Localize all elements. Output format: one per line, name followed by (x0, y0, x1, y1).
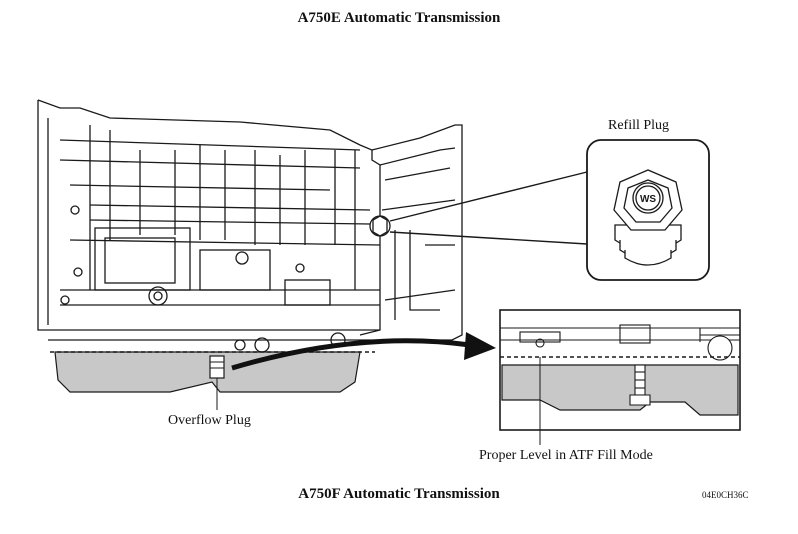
diagram-title-top: A750E Automatic Transmission (297, 10, 501, 26)
plug-marking: WS (640, 194, 656, 205)
refill-plug-icon (613, 169, 683, 266)
overflow-plug (209, 355, 225, 379)
diagram-title-bottom: A750F Automatic Transmission (298, 486, 500, 502)
figure-code: 04E0CH36C (702, 490, 749, 500)
detail-arrow (231, 332, 496, 371)
detail-overflow-plug (629, 364, 651, 406)
proper-level-label: Proper Level in ATF Fill Mode (479, 448, 653, 463)
overflow-plug-label: Overflow Plug (168, 413, 251, 428)
refill-plug-callout: WS (389, 139, 710, 281)
refill-plug-label: Refill Plug (608, 118, 670, 133)
transmission-case (37, 99, 463, 353)
oil-pan (50, 351, 375, 393)
detail-panel (499, 309, 741, 445)
